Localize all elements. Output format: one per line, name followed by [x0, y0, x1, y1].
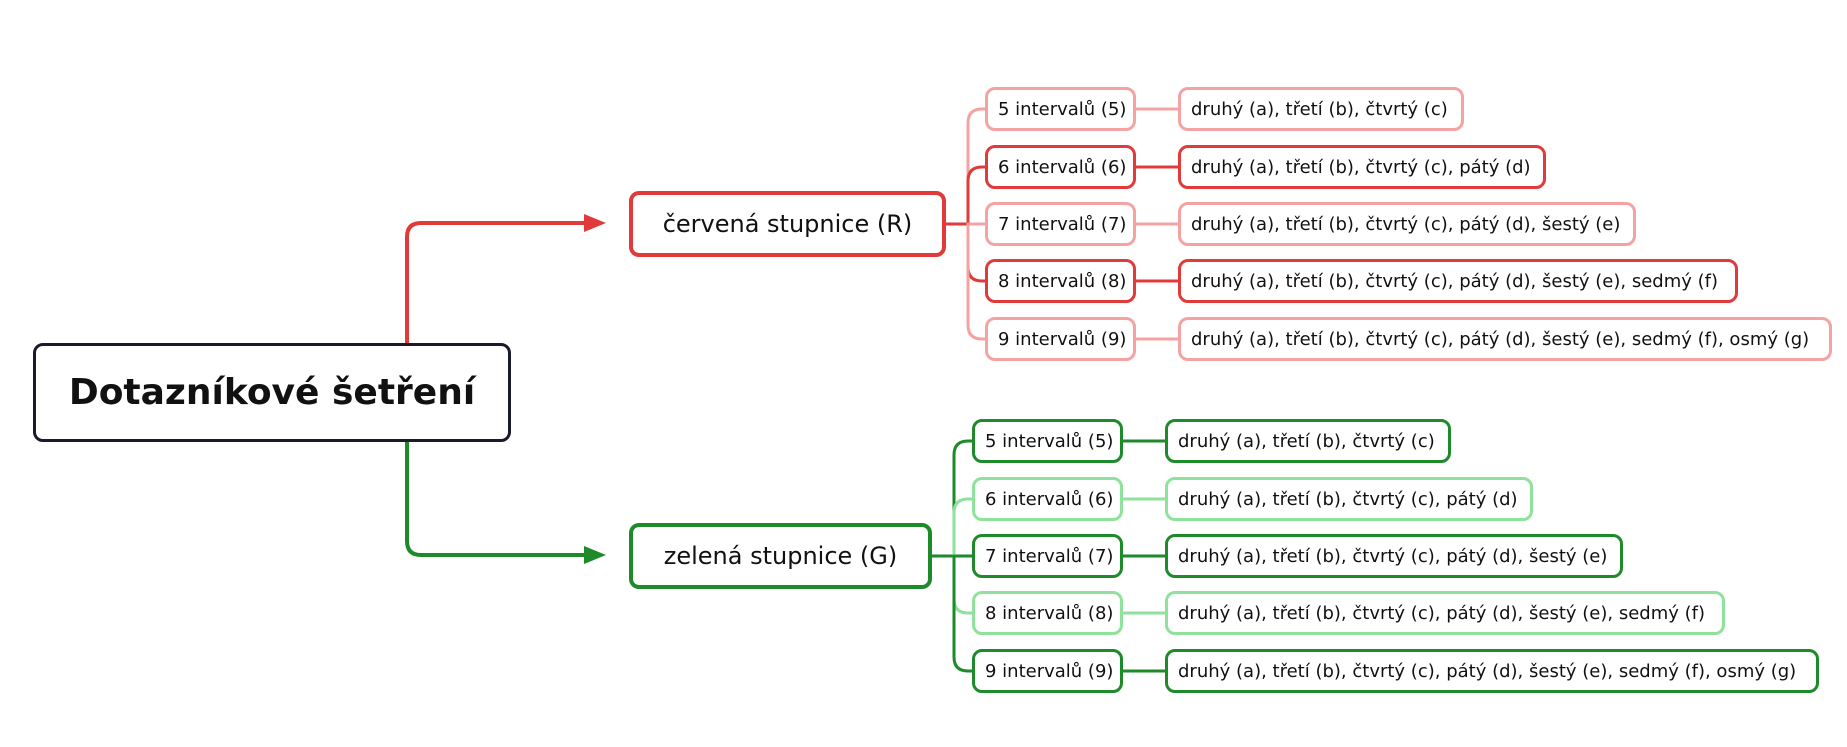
root-label: Dotazníkové šetření — [68, 372, 476, 413]
value-node[interactable]: druhý (a), třetí (b), čtvrtý (c), pátý (… — [1178, 145, 1546, 189]
interval-node[interactable]: 6 intervalů (6) — [972, 477, 1123, 521]
value-label: druhý (a), třetí (b), čtvrtý (c), pátý (… — [1191, 213, 1621, 235]
interval-node[interactable]: 8 intervalů (8) — [972, 591, 1123, 635]
value-label: druhý (a), třetí (b), čtvrtý (c), pátý (… — [1191, 156, 1531, 178]
value-label: druhý (a), třetí (b), čtvrtý (c) — [1191, 98, 1448, 120]
branch-green-scale[interactable]: zelená stupnice (G) — [629, 523, 932, 589]
connector-root-green — [405, 440, 592, 557]
arrowhead-green-icon — [584, 546, 606, 564]
interval-label: 7 intervalů (7) — [985, 545, 1114, 567]
value-label: druhý (a), třetí (b), čtvrtý (c), pátý (… — [1178, 602, 1705, 624]
interval-node[interactable]: 7 intervalů (7) — [985, 202, 1136, 246]
value-node[interactable]: druhý (a), třetí (b), čtvrtý (c), pátý (… — [1178, 259, 1738, 303]
connector-to-interval — [966, 165, 987, 226]
branch-red-scale[interactable]: červená stupnice (R) — [629, 191, 946, 257]
value-label: druhý (a), třetí (b), čtvrtý (c), pátý (… — [1178, 660, 1797, 682]
interval-node[interactable]: 9 intervalů (9) — [985, 317, 1136, 361]
interval-label: 8 intervalů (8) — [998, 270, 1127, 292]
value-node[interactable]: druhý (a), třetí (b), čtvrtý (c), pátý (… — [1165, 477, 1533, 521]
connector-to-interval — [966, 222, 987, 341]
interval-node[interactable]: 9 intervalů (9) — [972, 649, 1123, 693]
root-node[interactable]: Dotazníkové šetření — [33, 343, 511, 442]
value-node[interactable]: druhý (a), třetí (b), čtvrtý (c), pátý (… — [1165, 649, 1819, 693]
connector-root-red — [405, 221, 592, 345]
value-label: druhý (a), třetí (b), čtvrtý (c), pátý (… — [1191, 328, 1810, 350]
interval-label: 9 intervalů (9) — [985, 660, 1114, 682]
interval-node[interactable]: 7 intervalů (7) — [972, 534, 1123, 578]
branch-label: zelená stupnice (G) — [663, 542, 898, 570]
connector-to-interval — [952, 554, 974, 615]
interval-node[interactable]: 5 intervalů (5) — [985, 87, 1136, 131]
connector-to-interval — [966, 222, 987, 283]
interval-label: 6 intervalů (6) — [985, 488, 1114, 510]
interval-node[interactable]: 5 intervalů (5) — [972, 419, 1123, 463]
value-node[interactable]: druhý (a), třetí (b), čtvrtý (c), pátý (… — [1178, 317, 1832, 361]
interval-label: 8 intervalů (8) — [985, 602, 1114, 624]
interval-label: 6 intervalů (6) — [998, 156, 1127, 178]
interval-label: 7 intervalů (7) — [998, 213, 1127, 235]
connector-to-interval — [952, 554, 974, 673]
branch-label: červená stupnice (R) — [662, 210, 913, 238]
value-label: druhý (a), třetí (b), čtvrtý (c), pátý (… — [1178, 545, 1608, 567]
interval-node[interactable]: 8 intervalů (8) — [985, 259, 1136, 303]
connector-to-interval — [952, 497, 974, 558]
interval-node[interactable]: 6 intervalů (6) — [985, 145, 1136, 189]
connector-to-interval — [952, 439, 974, 558]
interval-label: 9 intervalů (9) — [998, 328, 1127, 350]
value-label: druhý (a), třetí (b), čtvrtý (c), pátý (… — [1191, 270, 1718, 292]
interval-label: 5 intervalů (5) — [985, 430, 1114, 452]
value-node[interactable]: druhý (a), třetí (b), čtvrtý (c) — [1165, 419, 1451, 463]
arrowhead-red-icon — [584, 214, 606, 232]
connector-to-interval — [966, 107, 987, 226]
value-node[interactable]: druhý (a), třetí (b), čtvrtý (c), pátý (… — [1178, 202, 1636, 246]
value-label: druhý (a), třetí (b), čtvrtý (c), pátý (… — [1178, 488, 1518, 510]
value-node[interactable]: druhý (a), třetí (b), čtvrtý (c), pátý (… — [1165, 534, 1623, 578]
interval-label: 5 intervalů (5) — [998, 98, 1127, 120]
value-node[interactable]: druhý (a), třetí (b), čtvrtý (c), pátý (… — [1165, 591, 1725, 635]
value-label: druhý (a), třetí (b), čtvrtý (c) — [1178, 430, 1435, 452]
value-node[interactable]: druhý (a), třetí (b), čtvrtý (c) — [1178, 87, 1464, 131]
